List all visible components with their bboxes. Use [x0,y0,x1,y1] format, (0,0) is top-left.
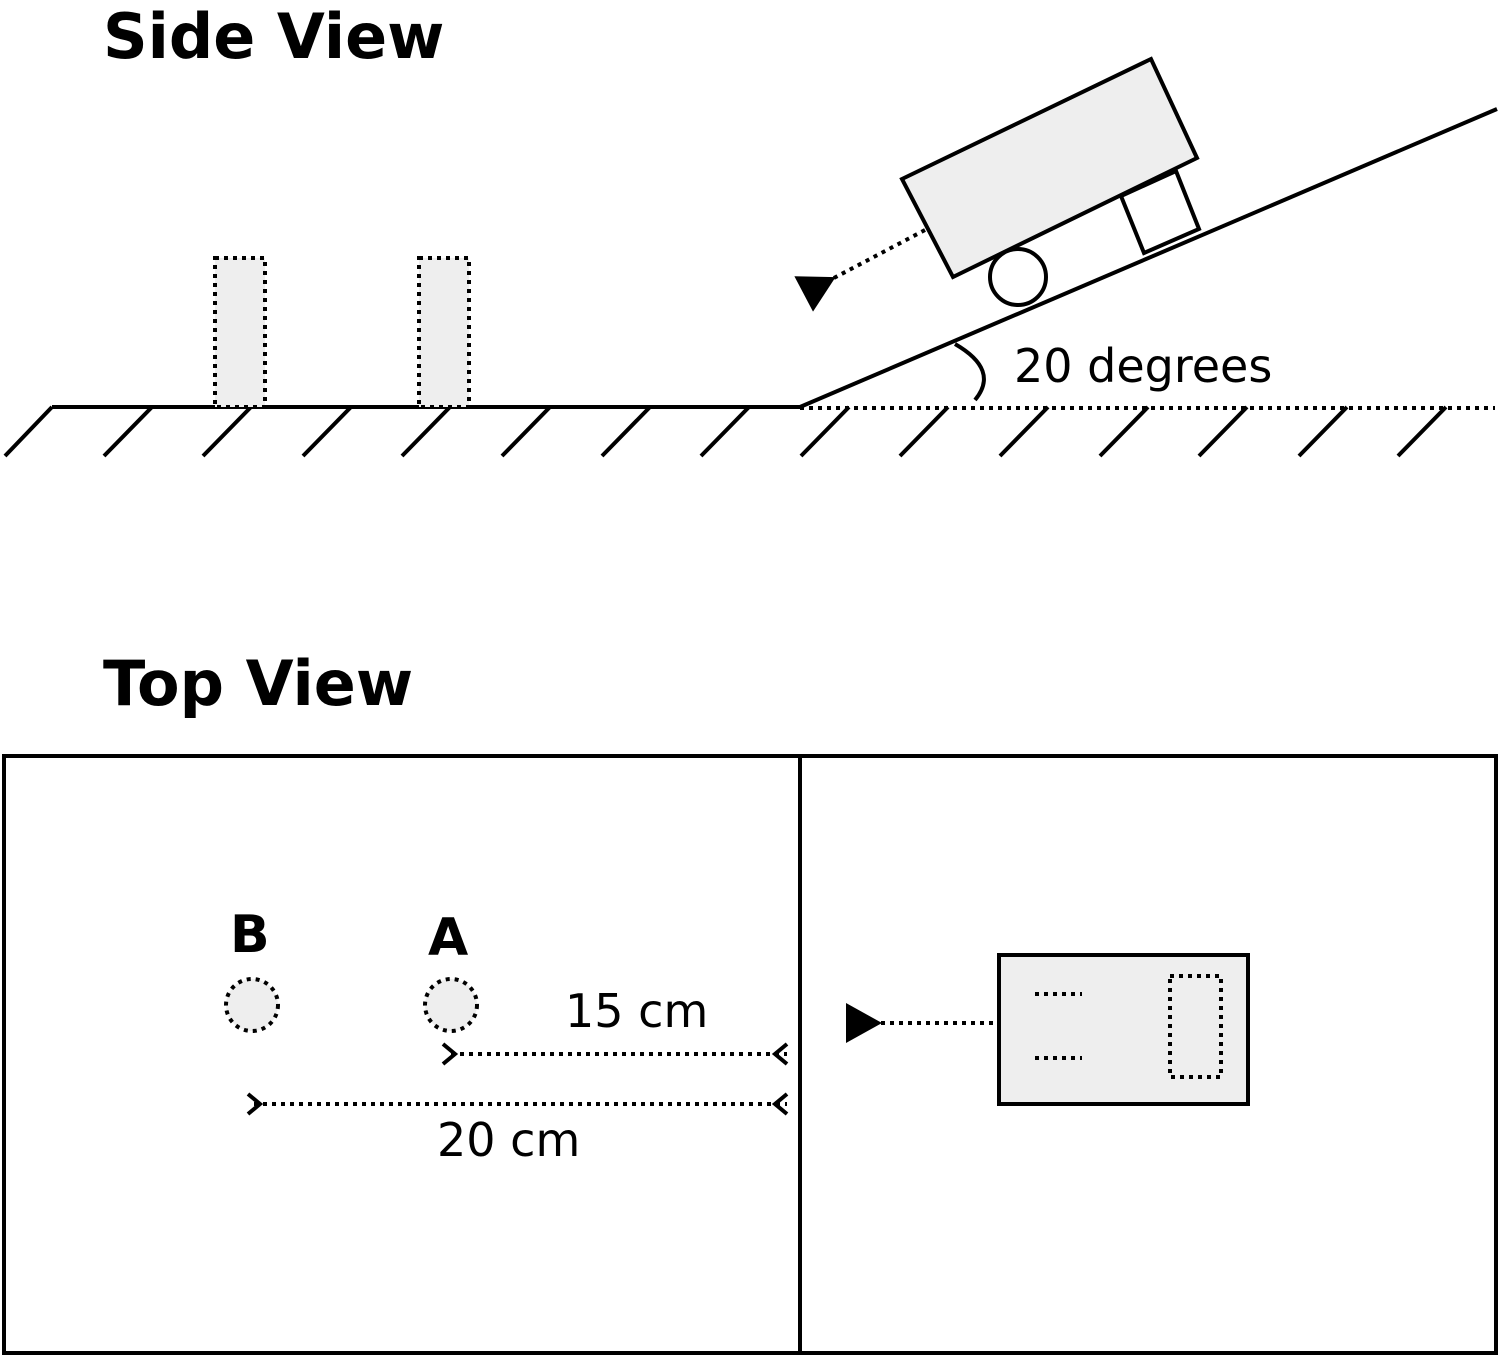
distance-a-label: 15 cm [565,984,708,1038]
point-b-outline [224,977,280,1033]
point-a-marker [425,979,477,1031]
point-b-marker [226,979,278,1031]
point-b-label: B [230,905,270,965]
top-view-frame [2,754,1498,1355]
cart-side [899,56,1202,307]
ground-hatching [3,405,1448,458]
block-b-side [419,258,469,407]
distance-b-label: 20 cm [437,1113,580,1167]
block-a-side [215,258,265,407]
angle-label: 20 degrees [1014,339,1272,393]
cart-top [997,953,1250,1106]
side-view: Side View 20 degrees [3,0,1498,458]
point-a-label: A [428,908,468,968]
cart-top-rear-block [1168,974,1223,1079]
cart-wheel [988,247,1048,307]
motion-arrow-side [794,228,926,312]
side-view-title: Side View [103,0,444,73]
angle-arc [953,342,986,402]
top-view: Top View B A 15 cm 20 cm [2,647,1498,1355]
distance-a-dimension [441,1042,789,1066]
distance-b-dimension [246,1092,789,1116]
top-view-title: Top View [103,647,413,720]
cart-top-body [997,953,1250,1106]
cart-body [899,56,1200,280]
cart-rear-block [1118,168,1202,256]
ramp-surface [799,107,1498,409]
point-a-outline [423,977,479,1033]
